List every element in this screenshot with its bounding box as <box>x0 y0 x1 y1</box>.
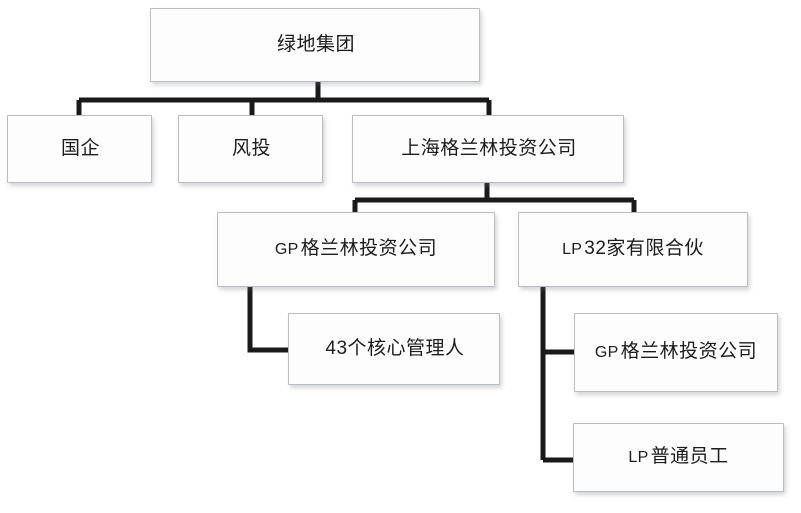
node-lp-employees-text: 普通员工 <box>650 446 729 468</box>
node-root-label: 绿地集团 <box>275 34 355 57</box>
node-core-managers[interactable]: 43个核心管理人 <box>288 313 500 385</box>
node-lp-employees-prefix: LP <box>628 449 649 467</box>
node-gp-glenlin-prefix: GP <box>274 241 299 259</box>
node-soe-text: 国企 <box>60 137 100 159</box>
node-gp-glenlin-secondary-text: 格兰林投资公司 <box>620 341 758 363</box>
node-venture-capital[interactable]: 风投 <box>178 115 323 183</box>
node-shanghai-glenlin-label: 上海格兰林投资公司 <box>399 138 577 161</box>
connector-gp-glenlin-to-core-managers <box>247 287 288 353</box>
node-shanghai-glenlin-text: 上海格兰林投资公司 <box>401 137 577 159</box>
node-root[interactable]: 绿地集团 <box>150 8 480 82</box>
node-venture-capital-text: 风投 <box>231 137 271 159</box>
node-venture-capital-label: 风投 <box>230 138 271 161</box>
node-gp-glenlin-secondary-prefix: GP <box>594 344 619 362</box>
node-root-text: 绿地集团 <box>276 33 355 55</box>
node-soe-label: 国企 <box>59 138 100 161</box>
node-lp-partnerships-prefix: LP <box>562 241 583 259</box>
node-gp-glenlin-text: 格兰林投资公司 <box>300 238 438 260</box>
node-shanghai-glenlin[interactable]: 上海格兰林投资公司 <box>352 115 624 183</box>
node-core-managers-text: 43个核心管理人 <box>325 337 465 359</box>
node-lp-partnerships-text: 32家有限合伙 <box>584 238 704 260</box>
node-core-managers-label: 43个核心管理人 <box>323 338 464 361</box>
node-soe[interactable]: 国企 <box>7 115 152 183</box>
